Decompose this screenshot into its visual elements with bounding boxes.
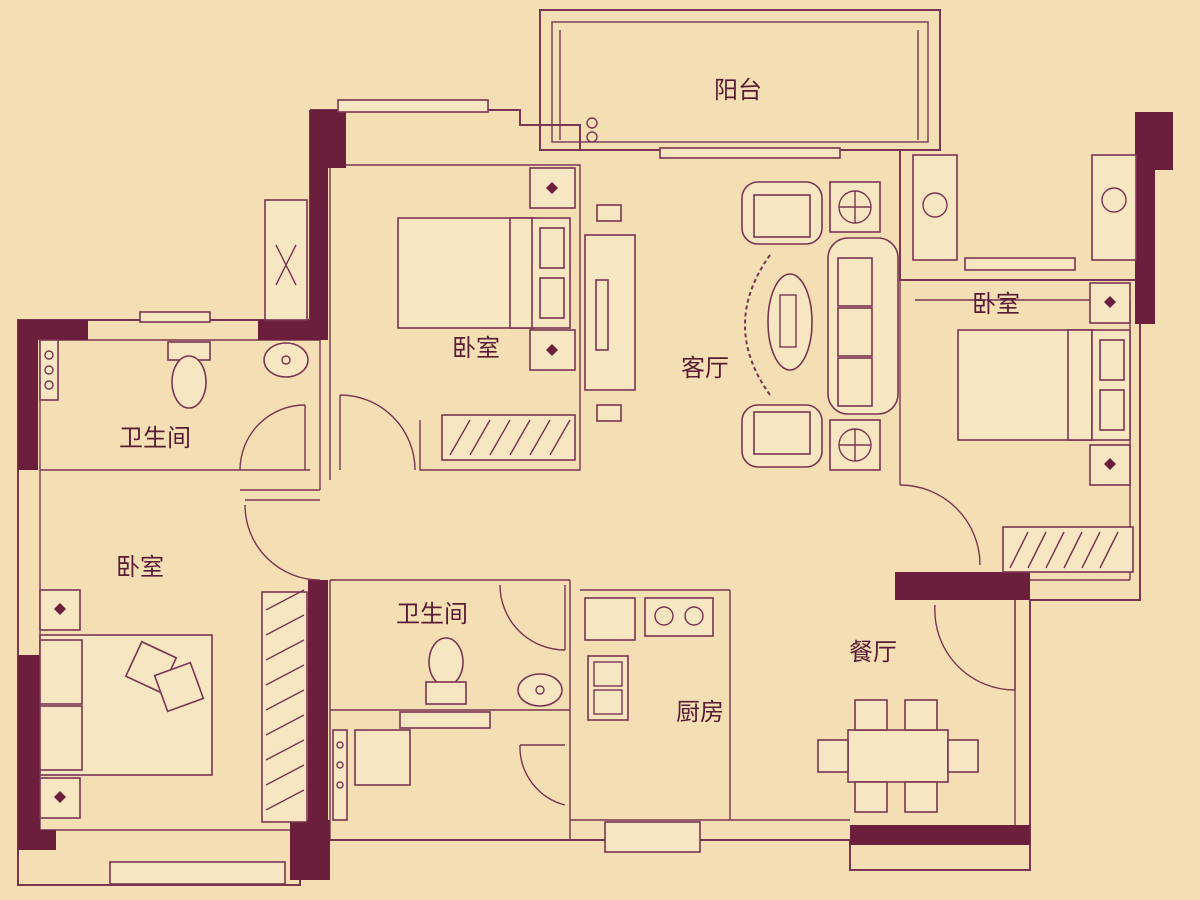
bed-right-bedroom (957, 282, 1131, 486)
wardrobe-right-bedroom (1002, 526, 1134, 573)
center-bathroom-fixtures (332, 637, 563, 821)
bed-top-bedroom (397, 167, 576, 371)
label-bedroom-right: 卧室 (972, 290, 1020, 318)
label-bedroom-top: 卧室 (452, 334, 500, 362)
label-dining-room: 餐厅 (849, 638, 897, 666)
label-balcony: 阳台 (714, 76, 762, 104)
doors (239, 394, 1016, 806)
label-bathroom-left: 卫生间 (119, 424, 191, 452)
label-bedroom-left: 卧室 (116, 553, 164, 581)
left-bathroom-fixtures (39, 339, 309, 409)
bed-left-bedroom (39, 589, 213, 819)
ac-units (264, 117, 1137, 321)
sofa-set (741, 181, 899, 471)
label-living-room: 客厅 (681, 354, 729, 382)
wardrobe-left-bedroom (261, 589, 308, 823)
dining-set (817, 699, 979, 813)
tv-cabinet (584, 204, 636, 422)
kitchen-fixtures (584, 597, 714, 721)
label-kitchen: 厨房 (676, 698, 724, 726)
windows (109, 99, 1076, 885)
label-bathroom-center: 卫生间 (396, 600, 468, 628)
structural-walls (18, 110, 1173, 880)
wardrobe-top-bedroom (441, 414, 576, 461)
